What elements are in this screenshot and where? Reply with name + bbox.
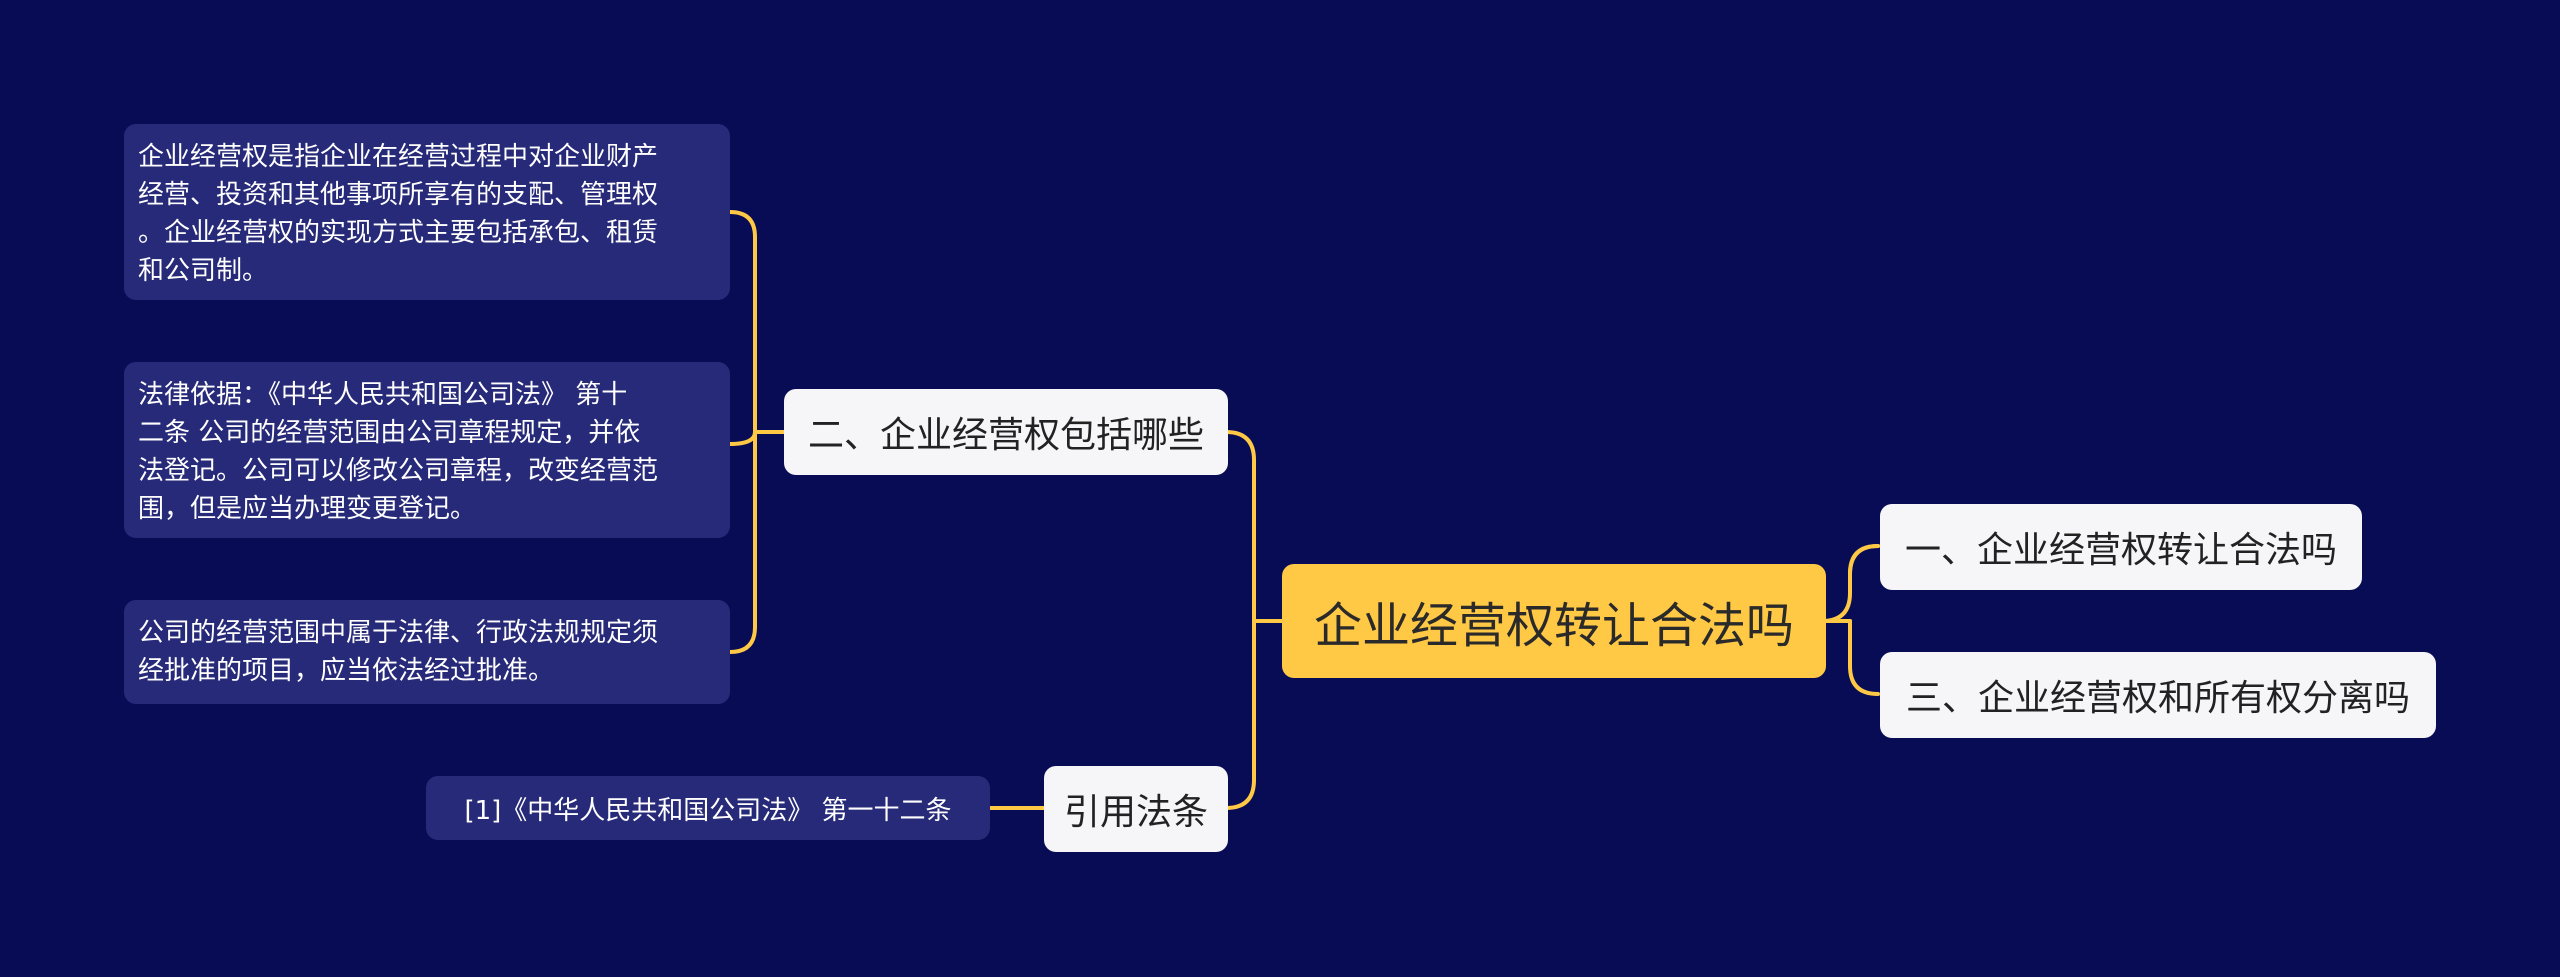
leaf-line: 法律依据：《中华人民共和国公司法》 第十 <box>138 380 628 410</box>
branch-topic-citation-label: 引用法条 <box>1063 792 1208 833</box>
leaf-topic-definition[interactable]: 企业经营权是指企业在经营过程中对企业财产 经营、投资和其他事项所享有的支配、管理… <box>124 124 730 300</box>
branch-topic-1-label: 一、企业经营权转让合法吗 <box>1904 530 2337 571</box>
branch-topic-2[interactable]: 二、企业经营权包括哪些 <box>784 389 1228 475</box>
leaf-topic-legal-basis[interactable]: 法律依据：《中华人民共和国公司法》 第十 二条 公司的经营范围由公司章程规定，并… <box>124 362 730 538</box>
connector-right-branch-2 <box>1848 619 1880 696</box>
branch-topic-2-label: 二、企业经营权包括哪些 <box>807 415 1204 456</box>
branch-topic-1[interactable]: 一、企业经营权转让合法吗 <box>1880 504 2362 590</box>
root-topic[interactable]: 企业经营权转让合法吗 <box>1282 564 1826 678</box>
connector-leaf-bracket <box>728 210 757 654</box>
leaf-line: 和公司制。 <box>138 256 269 286</box>
leaf-topic-citation[interactable]: [1]《中华人民共和国公司法》 第一十二条 <box>426 776 990 840</box>
leaf-line: 公司的经营范围中属于法律、行政法规规定须 <box>138 618 659 648</box>
branch-topic-citation[interactable]: 引用法条 <box>1044 766 1228 852</box>
branch-topic-3[interactable]: 三、企业经营权和所有权分离吗 <box>1880 652 2436 738</box>
connector-left-branch-1 <box>1224 430 1256 623</box>
leaf-topic-approval[interactable]: 公司的经营范围中属于法律、行政法规规定须 经批准的项目，应当依法经过批准。 <box>124 600 730 704</box>
leaf-line: 法登记。公司可以修改公司章程，改变经营范 <box>138 456 659 486</box>
branch-topic-3-label: 三、企业经营权和所有权分离吗 <box>1905 678 2410 719</box>
root-topic-label: 企业经营权转让合法吗 <box>1313 598 1794 654</box>
connector-right-branch-1 <box>1820 544 1880 623</box>
leaf-line: 经营、投资和其他事项所享有的支配、管理权 <box>138 180 659 210</box>
leaf-line: 围，但是应当办理变更登记。 <box>138 494 477 524</box>
leaf-line: 二条 公司的经营范围由公司章程规定，并依 <box>138 418 641 448</box>
connector-right-branch-1-curve <box>1848 544 1880 576</box>
leaf-line: 。企业经营权的实现方式主要包括承包、租赁 <box>138 218 659 248</box>
connector-left-branch-2 <box>1224 619 1256 810</box>
citation-text: [1]《中华人民共和国公司法》 第一十二条 <box>464 795 952 826</box>
leaf-line: 经批准的项目，应当依法经过批准。 <box>138 656 555 686</box>
connector-leaf-2 <box>728 430 757 446</box>
leaf-line: 企业经营权是指企业在经营过程中对企业财产 <box>138 142 659 172</box>
